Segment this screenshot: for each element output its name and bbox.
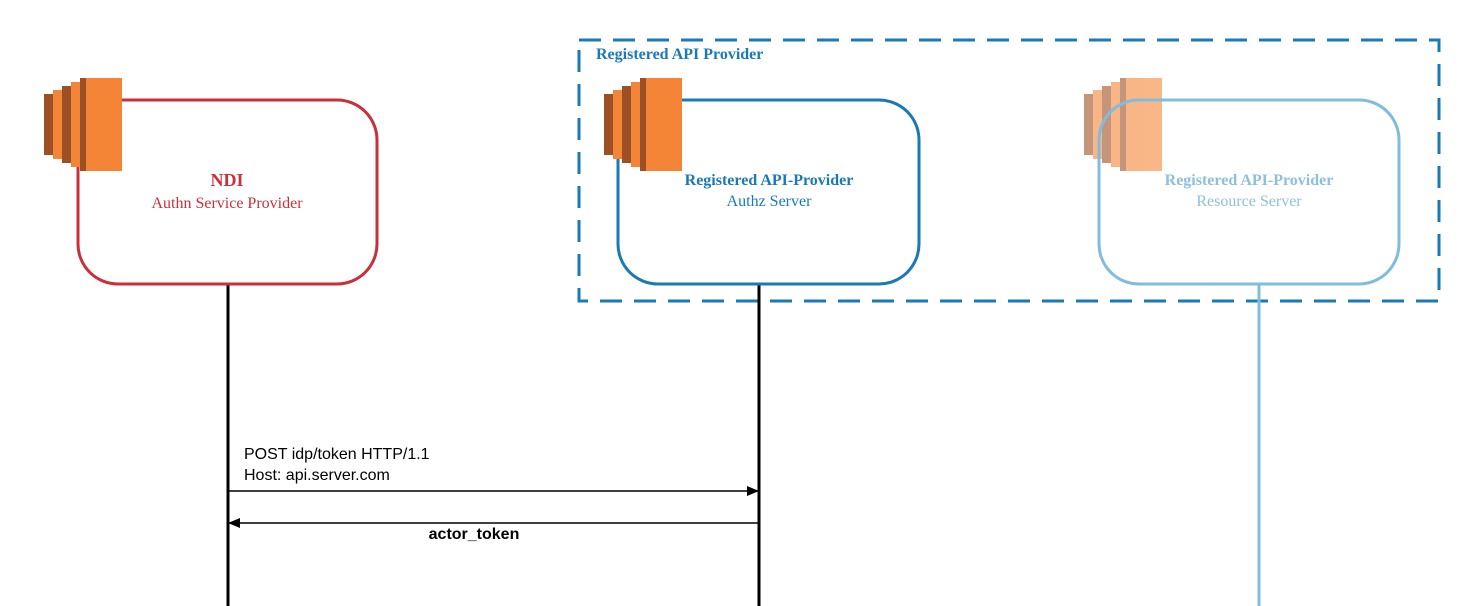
participant-authz-server: Registered API-Provider Authz Server [604, 78, 921, 286]
participant-ndi: NDI Authn Service Provider [44, 78, 379, 286]
registered-api-provider-group: Registered API Provider [577, 38, 1441, 303]
message-token-request: POST idp/token HTTP/1.1 Host: api.server… [229, 446, 759, 496]
participant-subtitle: Authz Server [727, 193, 813, 210]
message-actor-token-response: actor_token [228, 518, 758, 543]
aws-ec2-instance-icon [44, 78, 122, 171]
message-line: Host: api.server.com [244, 467, 390, 484]
message-line: POST idp/token HTTP/1.1 [244, 446, 430, 463]
participant-box [616, 98, 921, 286]
participant-resource-server: Registered API-Provider Resource Server [1084, 78, 1401, 286]
participant-box [1097, 98, 1401, 286]
message-label: actor_token [429, 526, 520, 543]
aws-ec2-instance-icon [604, 78, 682, 171]
participant-title: Registered API-Provider [685, 172, 854, 189]
participant-title: Registered API-Provider [1165, 172, 1334, 189]
participant-subtitle: Authn Service Provider [151, 195, 303, 212]
participant-title: NDI [210, 170, 243, 190]
aws-ec2-instance-icon [1084, 78, 1162, 171]
group-boundary [577, 38, 1441, 303]
participant-subtitle: Resource Server [1196, 193, 1302, 210]
group-label: Registered API Provider [596, 46, 763, 63]
participant-box [76, 98, 379, 286]
